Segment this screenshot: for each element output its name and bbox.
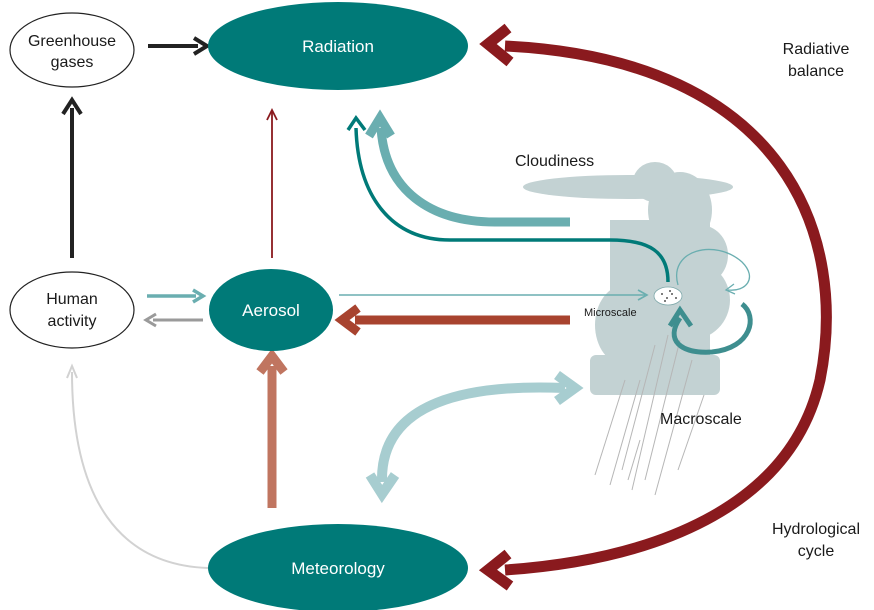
- macroscale-loop-arrow: [671, 302, 753, 355]
- greenhouse-label-line2: gases: [51, 54, 94, 71]
- human-label-line1: Human: [46, 291, 98, 308]
- hydrological-label-line1: Hydrological: [772, 521, 860, 538]
- microscale-particle: [653, 286, 683, 306]
- meteorology-node: Meteorology: [208, 524, 468, 610]
- meteorology-macroscale-arrow: [376, 382, 566, 483]
- radiative-hydrological-arc: [504, 40, 832, 576]
- human-label-line2: activity: [48, 313, 97, 330]
- cloud-radiation-arrow-light: [376, 127, 570, 227]
- radiation-node: Radiation: [208, 2, 468, 90]
- meteorology-label: Meteorology: [291, 559, 385, 578]
- aerosol-label: Aerosol: [242, 301, 300, 320]
- greenhouse-gases-node: Greenhouse gases: [9, 12, 135, 88]
- microscale-label: Microscale: [584, 307, 637, 319]
- human-activity-node: Human activity: [9, 271, 135, 349]
- greenhouse-label-line1: Greenhouse: [28, 33, 116, 50]
- microscale-loop-arrow: [675, 248, 750, 291]
- meteorology-to-human-arrow: [71, 371, 209, 569]
- particle-radiation-arrow: [354, 127, 670, 283]
- cloudiness-label: Cloudiness: [515, 153, 594, 170]
- radiative-label-line2: balance: [788, 63, 844, 80]
- hydrological-label-line2: cycle: [798, 543, 835, 560]
- aerosol-node: Aerosol: [209, 269, 333, 351]
- rain-streaks: [594, 334, 705, 496]
- cumulus-cloud: [523, 162, 733, 395]
- radiation-label: Radiation: [302, 37, 374, 56]
- macroscale-label: Macroscale: [660, 411, 742, 428]
- radiative-label-line1: Radiative: [783, 41, 850, 58]
